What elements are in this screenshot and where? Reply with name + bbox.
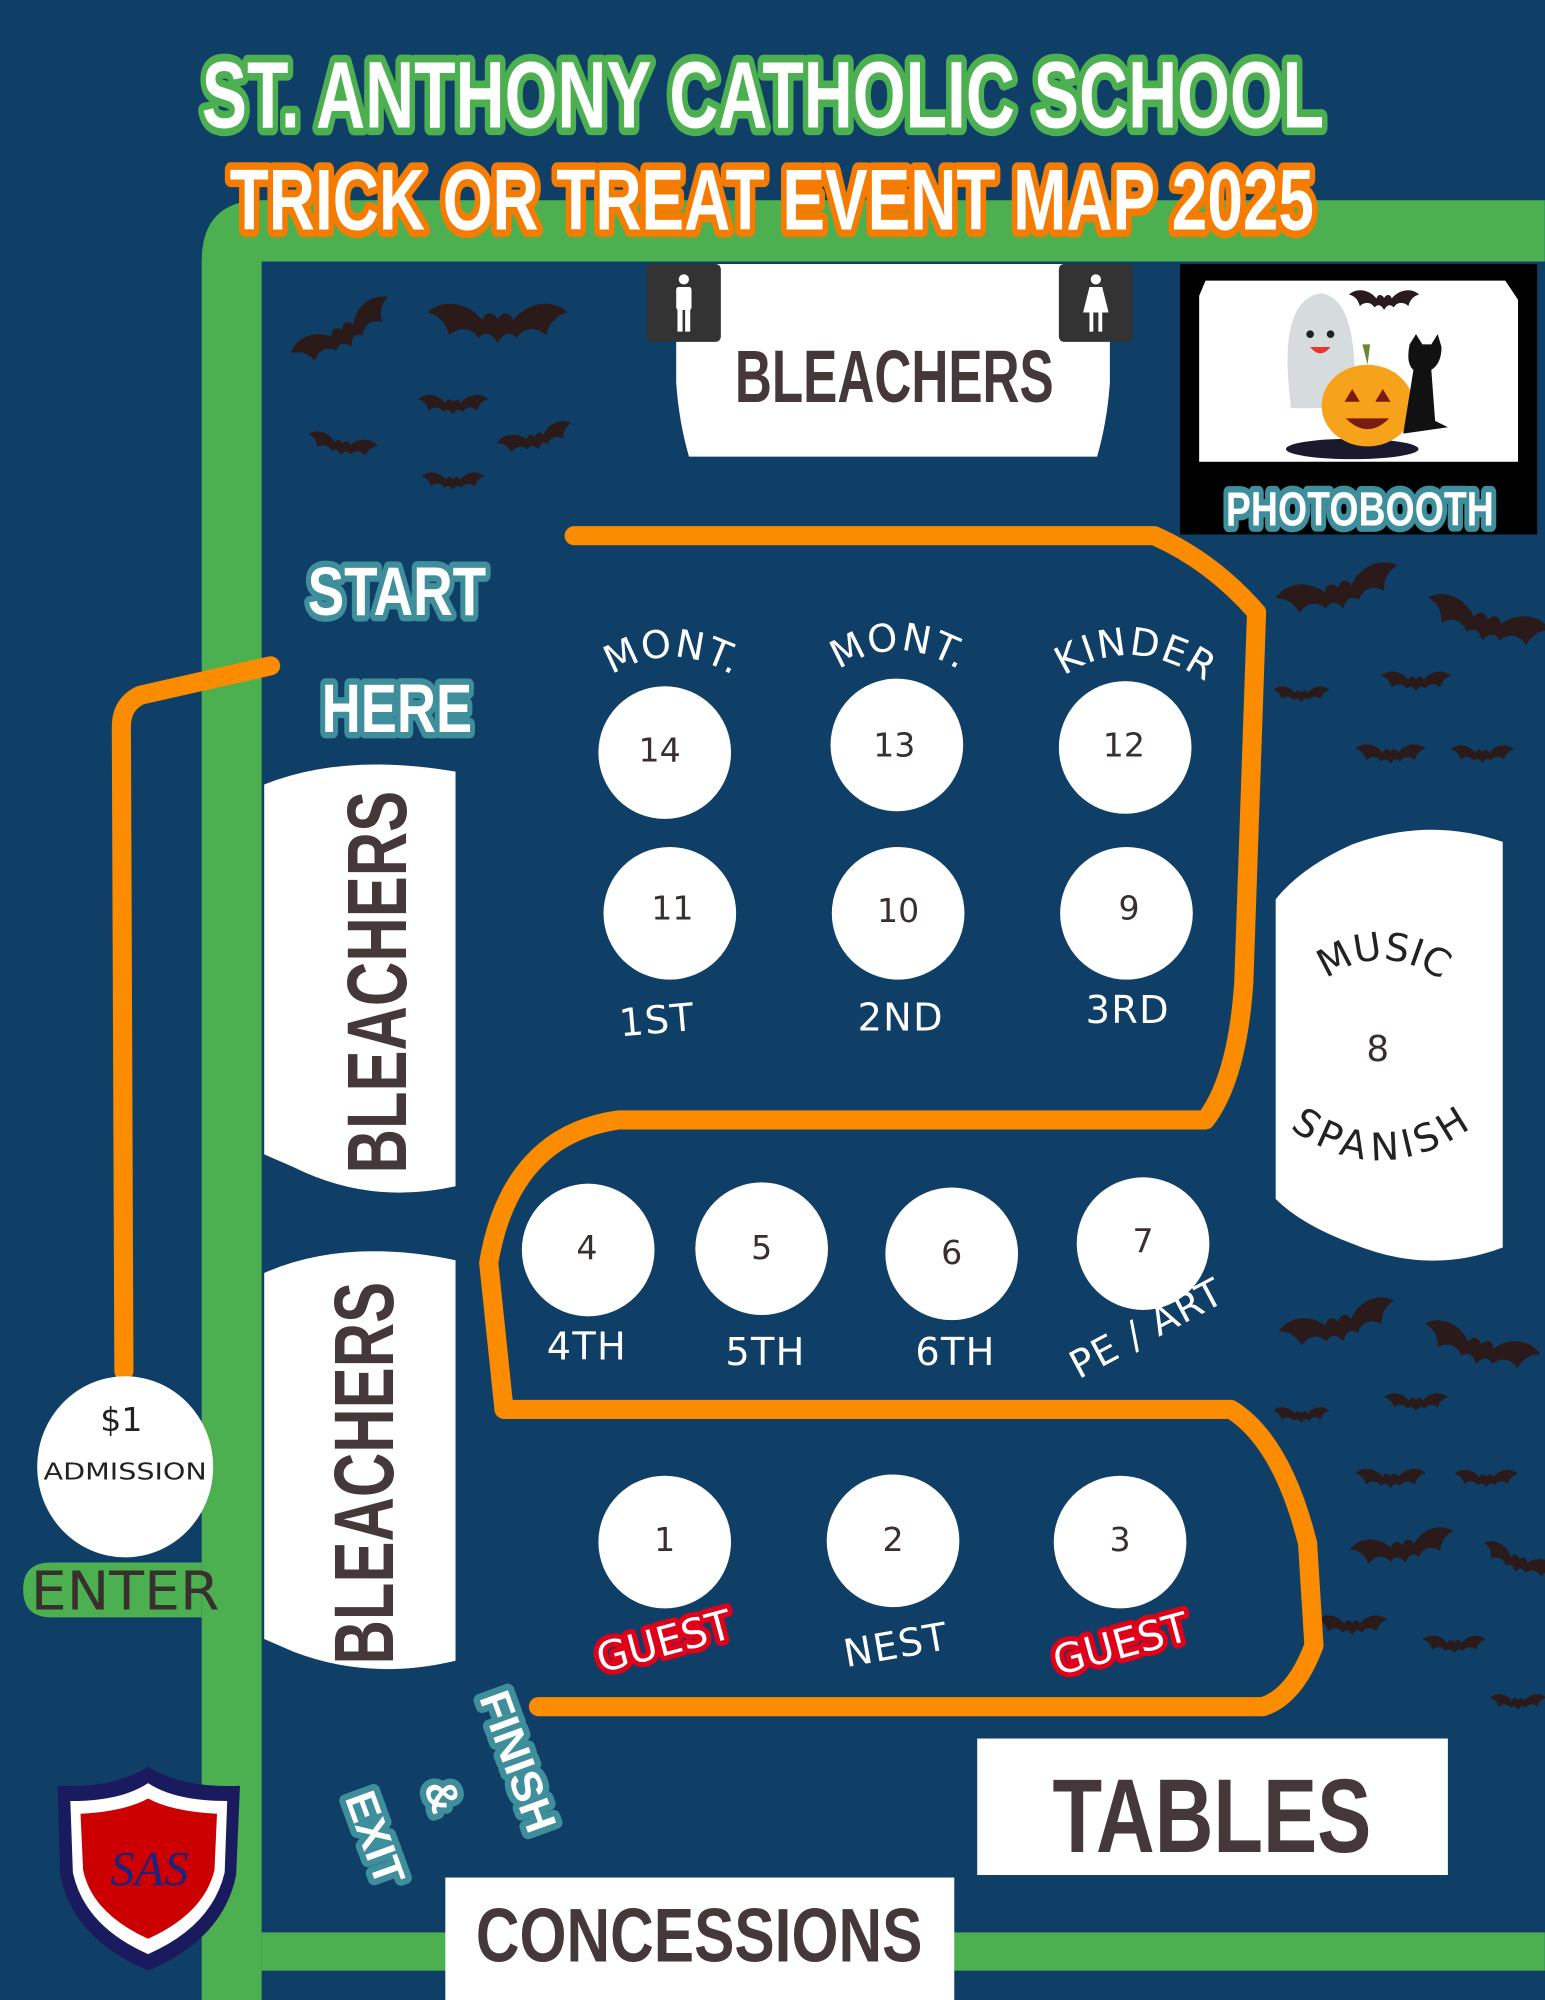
station-label: 3RD	[1086, 988, 1170, 1033]
enter-label: ENTER	[31, 1560, 220, 1623]
station-number: 13	[873, 725, 915, 764]
station-5[interactable]: 5 5TH	[695, 1182, 828, 1375]
station-4[interactable]: 4 4TH	[521, 1183, 655, 1370]
admission-booth[interactable]: $1 ADMISSION	[37, 1376, 214, 1558]
station-9[interactable]: 9 3RD	[1060, 846, 1193, 1033]
station-number: 6	[941, 1233, 962, 1272]
bleachers-top-label: BLEACHERS	[735, 335, 1054, 418]
station-number: 9	[1118, 889, 1139, 928]
entry-path	[111, 656, 281, 1381]
womens-restroom-icon	[1058, 264, 1133, 342]
admission-price: $1	[100, 1400, 142, 1439]
start-label: START	[308, 553, 487, 630]
station-number: 14	[639, 730, 681, 769]
station-number: 10	[877, 891, 919, 930]
trick-or-treat-route	[479, 526, 1324, 1717]
station-number: 8	[1366, 1029, 1389, 1070]
station-label: 1ST	[617, 995, 696, 1046]
black-cat-icon	[1403, 334, 1448, 434]
pumpkin-icon	[1285, 344, 1419, 460]
here-label: HERE	[322, 670, 473, 747]
station-number: 1	[654, 1520, 675, 1559]
station-6[interactable]: 6 6TH	[885, 1187, 1019, 1375]
station-label: 5TH	[725, 1330, 805, 1375]
logo-monogram: SAS	[110, 1843, 188, 1896]
bleachers-top: BLEACHERS	[676, 264, 1110, 457]
station-label: 2ND	[858, 996, 944, 1041]
bleachers-left-1-label: BLEACHERS	[330, 791, 424, 1174]
station-1[interactable]: 1 GUEST	[586, 1475, 743, 1688]
tables-label: TABLES	[1052, 1758, 1371, 1875]
admission-label: ADMISSION	[44, 1460, 207, 1486]
station-number: 7	[1132, 1222, 1153, 1261]
mens-restroom-icon	[646, 264, 721, 342]
tables-area: TABLES	[977, 1738, 1448, 1875]
station-10[interactable]: 10 2ND	[831, 846, 965, 1041]
photobooth: PHOTOBOOTH	[1180, 264, 1538, 543]
bleachers-left-1: BLEACHERS	[264, 764, 456, 1193]
station-number: 11	[651, 889, 693, 928]
station-number: 2	[882, 1520, 903, 1559]
station-label: 4TH	[547, 1325, 627, 1370]
station-2[interactable]: 2 NEST	[826, 1474, 960, 1677]
school-shield-logo: SAS	[57, 1766, 240, 1971]
concessions-label: CONCESSIONS	[476, 1894, 922, 1979]
station-number: 5	[751, 1228, 772, 1267]
station-number: 3	[1110, 1520, 1131, 1559]
station-number: 12	[1103, 725, 1145, 764]
bleachers-left-2: BLEACHERS	[264, 1251, 456, 1670]
concessions-area: CONCESSIONS	[445, 1877, 955, 2000]
enter-sign: ENTER	[23, 1560, 220, 1623]
station-label: 6TH	[915, 1330, 995, 1375]
photobooth-label: PHOTOBOOTH	[1226, 483, 1494, 537]
title-school: ST. ANTHONY CATHOLIC SCHOOL	[202, 44, 1324, 149]
station-8-music-spanish[interactable]: MUSIC 8 SPANISH	[1275, 829, 1503, 1261]
title-event: TRICK OR TREAT EVENT MAP 2025	[230, 152, 1314, 249]
bleachers-left-2-label: BLEACHERS	[317, 1282, 411, 1665]
station-11[interactable]: 11 1ST	[603, 846, 737, 1046]
station-number: 4	[576, 1228, 597, 1267]
station-3[interactable]: 3 GUEST	[1043, 1475, 1200, 1690]
